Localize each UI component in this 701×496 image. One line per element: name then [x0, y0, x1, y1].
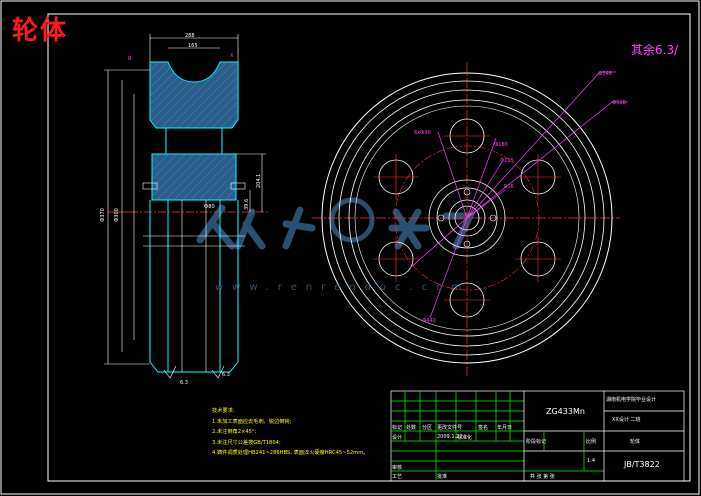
label-rim-dia: Ф528	[612, 100, 626, 106]
tb-header-mark: 标记	[392, 425, 403, 431]
surface-finish-note: 其余6.3/	[631, 43, 679, 57]
tb-header-sign: 签名	[478, 425, 489, 431]
tb-material: ZG433Mn	[546, 407, 585, 416]
tb-header-zone: 分区	[422, 425, 433, 431]
tb-row-review: 审核	[392, 465, 403, 471]
tb-header-count: 处数	[406, 425, 417, 431]
tech-note-1: 1.未加工表面应去毛刺、锐边倒钝;	[212, 418, 292, 425]
dim-bottom-right: 6.3	[222, 372, 230, 378]
inner-frame	[47, 13, 691, 482]
label-r-small: R16	[504, 184, 514, 190]
dim-top-width: 288	[185, 33, 195, 39]
tb-scale: 1:4	[587, 458, 596, 464]
dim-hub-height: 204.1	[256, 174, 262, 188]
label-keyway: Ф115	[500, 158, 514, 164]
dim-right-label: X	[230, 53, 234, 59]
technical-requirements: 技术要求: 1.未加工表面应去毛刺、锐边倒钝; 2.未注倒角2×45°; 3.未…	[212, 406, 368, 459]
dim-bore-dia: Ф300	[114, 208, 120, 222]
front-view: Ф548 Ф528 6xФ90 Ф180 Ф115 R16 Ф440	[312, 62, 628, 376]
dim-hub-bore: Ф80	[204, 204, 215, 210]
label-pcd: Ф440	[422, 318, 436, 324]
tb-row-stage: 阶段标记	[526, 439, 547, 445]
tb-header-date: 年月日	[497, 425, 513, 431]
label-holes: 6xФ90	[414, 130, 431, 136]
title-block	[390, 390, 685, 482]
tb-school: 湖南机电学院毕业设计	[606, 397, 657, 403]
tech-note-2: 2.未注倒角2×45°;	[212, 429, 257, 435]
tb-sheets: 共 张 第 张	[530, 474, 555, 480]
page-title: 轮体	[12, 16, 69, 46]
tech-note-heading: 技术要求:	[212, 408, 235, 414]
section-view: 288 165 R X Ф370 Ф300 204.1 39.6 Ф80 6.3…	[100, 33, 270, 386]
tb-row-approve: 批准	[437, 474, 448, 480]
dim-bottom-left: 6.3	[180, 380, 188, 386]
tb-header-doc: 更改文件号	[437, 425, 463, 431]
label-outer-dia: Ф548	[598, 71, 612, 77]
tech-note-4: 4.铸件调质处理HB241~286HBS, 表面淬火硬度HRC45~52mm。	[212, 450, 369, 456]
dim-inner-width: 165	[188, 43, 198, 49]
dim-outer-dia: Ф370	[100, 208, 106, 222]
tb-drawing-no: JB/T3822	[624, 460, 660, 469]
tb-scale-label: 比例	[586, 439, 597, 445]
dim-left-label: R	[128, 56, 132, 62]
watermark-logo	[196, 197, 476, 250]
tb-row-design: 设计	[392, 435, 403, 441]
tb-design-line: XX设计 二班	[612, 417, 641, 423]
tb-part-name: 轮体	[630, 439, 641, 445]
tb-row-std: 标准化	[457, 435, 473, 441]
tech-note-3: 3.未注尺寸公差按GB/T1804;	[212, 439, 281, 446]
tb-row-process: 工艺	[392, 474, 403, 480]
label-bolt-circle: Ф180	[494, 142, 508, 148]
dim-hub-offset: 39.6	[244, 199, 250, 210]
tb-date-value: 2009.1.22	[437, 434, 463, 440]
watermark-text: www.renrendoc.com	[215, 282, 471, 293]
